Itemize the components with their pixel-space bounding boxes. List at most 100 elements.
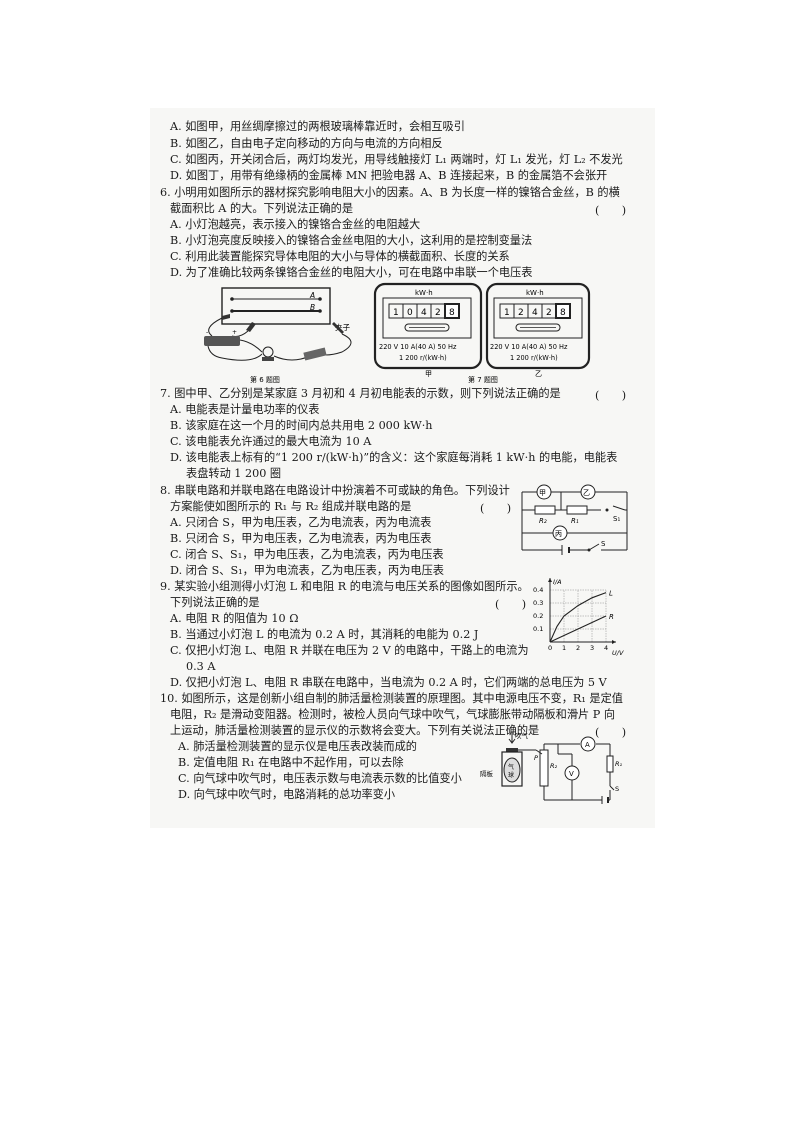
q8-answer-bracket: ( ) [480, 502, 512, 515]
q6-stem-line1: 6. 小明用如图所示的器材探究影响电阻大小的因素。A、B 为长度一样的镍铬合金丝… [160, 186, 620, 199]
y-tick-label: 0.4 [533, 586, 543, 594]
meter-jia-spec2: 1 200 r/(kW·h) [399, 354, 447, 362]
q10-option-a: A. 肺活量检测装置的显示仪是电压表改装而成的 [178, 740, 417, 753]
battery-icon [204, 336, 240, 346]
q6-answer-bracket: ( ) [595, 204, 627, 217]
figure-7-caption: 第 7 题图 [468, 375, 498, 384]
q9-option-a: A. 电阻 R 的阻值为 10 Ω [170, 612, 299, 625]
x-tick-label: 0 [548, 644, 552, 652]
balloon-icon [503, 757, 521, 783]
clip-left-icon [222, 314, 230, 320]
meter-bing-icon [552, 525, 568, 541]
meter-jia: kW·h 1 0 4 2 8 220 V 10 A(40 A) 50 Hz 1 … [373, 282, 483, 370]
y-axis-arrow-icon [548, 578, 552, 582]
q10-option-b: B. 定值电阻 R₁ 在电路中不起作用，可以去除 [178, 756, 404, 769]
switch-icon [303, 347, 327, 361]
meter-jia-digits: 1 0 4 2 8 [388, 303, 460, 319]
x-axis-label: U/V [612, 649, 624, 657]
meter-yi-spec2: 1 200 r/(kW·h) [510, 354, 558, 362]
fig10-s-label: S [615, 785, 619, 793]
q9-option-d: D. 仅把小灯泡 L、电阻 R 串联在电路中，当电流为 0.2 A 时，它们两端… [170, 676, 607, 689]
q9-stem-line2: 下列说法正确的是 [170, 596, 260, 609]
fig10-balloon-label-1: 气 [508, 763, 514, 771]
meter-jia-digit: 4 [421, 308, 427, 318]
meter-yi-digit: 2 [546, 308, 552, 318]
resistance-board [221, 287, 331, 325]
q8-option-d: D. 闭合 S、S₁，甲为电流表，乙为电压表，丙为电压表 [170, 564, 444, 577]
chart-series [549, 592, 607, 643]
figure-6-circuit: A B 夹子 -+ 第 6 题图 [204, 287, 352, 384]
q7-option-b: B. 该家庭在这一个月的时间内总共用电 2 000 kW·h [170, 419, 433, 432]
q9-option-c-line1: C. 仅把小灯泡 L、电阻 R 并联在电压为 2 V 的电路中，干路上的电流为 [170, 644, 529, 657]
lamp-icon [262, 346, 274, 358]
figure-10-lung-capacity-device: 吹气 隔板 气 球 P R₂ A V R₁ S [480, 731, 623, 804]
y-axis-label: I/A [553, 578, 562, 586]
q9-answer-bracket: ( ) [495, 598, 527, 611]
q10-stem-line3: 上运动，肺活量检测装置的显示仪的示数将会变大。下列有关说法正确的是 [170, 724, 540, 737]
fig6-clip-label: 夹子 [335, 322, 350, 332]
chart-grid [550, 589, 607, 642]
meter-yi-digits: 1 2 4 2 8 [499, 303, 571, 319]
resistor-r1-icon [566, 505, 588, 515]
series-line-R [549, 615, 607, 643]
fig10-balloon-label-2: 球 [508, 771, 514, 779]
q5-option-c: C. 如图丙，开关闭合后，两灯均发光，用导线触接灯 L₁ 两端时，灯 L₁ 发光… [170, 153, 623, 166]
meter-jia-spec1: 220 V 10 A(40 A) 50 Hz [379, 343, 457, 351]
q7-answer-bracket: ( ) [595, 389, 627, 402]
q7-option-a: A. 电能表是计量电功率的仪表 [170, 403, 320, 416]
q8-stem-line2: 方案能使如图所示的 R₁ 与 R₂ 组成并联电路的是 [170, 500, 412, 513]
q7-option-c: C. 该电能表允许通过的最大电流为 10 A [170, 435, 372, 448]
resistor-r2-icon [534, 505, 556, 515]
meter-yi-unit: kW·h [526, 289, 544, 297]
fig8-s1-label: S₁ [613, 515, 620, 523]
q10-answer-bracket: ( ) [595, 726, 627, 739]
switch-s-icon [587, 548, 591, 552]
series-label-R: R [609, 613, 614, 621]
fig8-meter-yi: 乙 [583, 489, 590, 497]
fig8-s-label: S [601, 540, 606, 548]
fig6-label-b: B [310, 303, 315, 312]
figure-7-meters: kW·h 1 0 4 2 8 220 V 10 A(40 A) 50 Hz 1 … [373, 282, 591, 384]
q6-stem-line2: 截面积比 A 的大。下列说法正确的是 [170, 202, 354, 215]
q10-option-c: C. 向气球中吹气时，电压表示数与电流表示数的比值变小 [178, 772, 462, 785]
rheostat-r2-icon [539, 749, 549, 787]
q6-option-a: A. 小灯泡越亮，表示接入的镍铬合金丝的电阻越大 [170, 218, 421, 231]
q9-option-b: B. 当通过小灯泡 L 的电流为 0.2 A 时，其消耗的电能为 0.2 J [170, 628, 479, 641]
figure-8-circuit: 甲 乙 R₂ R₁ S₁ 丙 S [521, 484, 628, 555]
fig8-r2-label: R₂ [539, 517, 547, 525]
meter-jia-icon [536, 484, 552, 500]
meter-yi-label: 乙 [535, 370, 542, 378]
fig10-r1-label: R₁ [615, 760, 623, 768]
x-tick-label: 3 [590, 644, 594, 652]
meter-yi-disc-icon [515, 323, 561, 332]
series-line-L [549, 592, 607, 643]
q8-option-b: B. 只闭合 S，甲为电压表，乙为电流表，丙为电压表 [170, 532, 432, 545]
q6-option-b: B. 小灯泡亮度反映接入的镍铬合金丝电阻的大小，这利用的是控制变量法 [170, 234, 533, 247]
q5-option-a: A. 如图甲，用丝绸摩擦过的两根玻璃棒靠近时，会相互吸引 [170, 120, 465, 133]
meter-yi-digit: 8 [560, 308, 566, 318]
meter-yi-digit: 2 [518, 308, 524, 318]
meter-jia-digit: 0 [407, 308, 413, 318]
meter-jia-digit: 2 [435, 308, 441, 318]
series-label-L: L [609, 590, 613, 598]
meter-jia-label: 甲 [425, 370, 432, 378]
exam-page [150, 108, 655, 828]
fig6-label-a: A [309, 291, 315, 300]
q9-option-c-line2: 0.3 A [186, 660, 216, 673]
partition-icon [506, 748, 518, 752]
fig8-meter-jia: 甲 [539, 489, 546, 497]
ammeter-icon [580, 736, 596, 752]
fig8-meter-bing: 丙 [555, 530, 562, 538]
fig10-blow-label: 吹气 [515, 731, 529, 740]
meter-jia-digit: 1 [393, 308, 399, 318]
resistor-r1-icon [606, 755, 614, 773]
meter-yi-icon [580, 484, 596, 500]
q10-option-d: D. 向气球中吹气时，电路消耗的总功率变小 [178, 788, 396, 801]
q8-option-c: C. 闭合 S、S₁，甲为电压表，乙为电流表，丙为电压表 [170, 548, 444, 561]
q5-option-d: D. 如图丁，用带有绝缘柄的金属棒 MN 把验电器 A、B 连接起来，B 的金属… [170, 169, 608, 182]
fig10-p-label: P [534, 754, 538, 762]
meter-jia-unit: kW·h [415, 289, 433, 297]
q8-stem-line1: 8. 串联电路和并联电路在电路设计中扮演着不可或缺的角色。下列设计 [160, 484, 510, 497]
clip-icon [332, 322, 344, 334]
meter-jia-disc-icon [404, 323, 450, 332]
